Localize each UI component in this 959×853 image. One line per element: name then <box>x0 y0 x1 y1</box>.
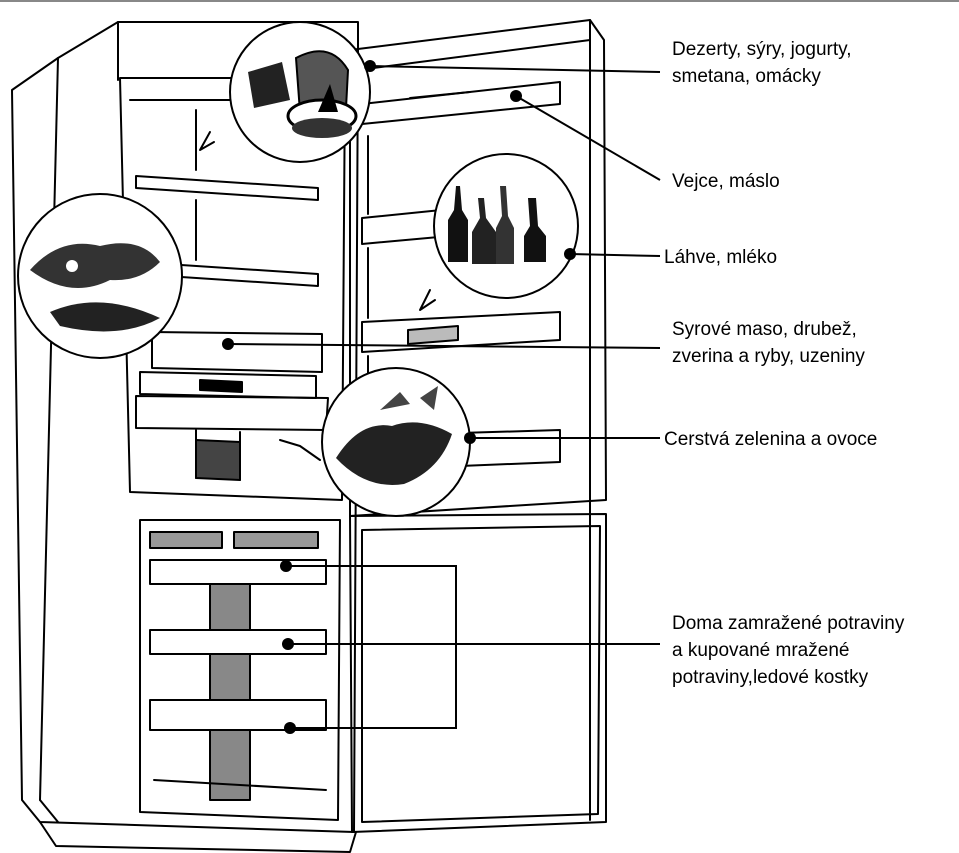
label-vegetables-line1: Cerstvá zelenina a ovoce <box>664 429 878 450</box>
label-meat-line2: zverina a ryby, uzeniny <box>672 346 865 367</box>
callout-dot-meat <box>222 338 234 350</box>
label-desserts-line2: smetana, omácky <box>672 66 821 87</box>
shelf-top <box>135 175 319 201</box>
label-frozen: Doma zamražené potraviny a kupované mraž… <box>672 610 904 691</box>
meat-fish-illustration <box>17 193 183 359</box>
cabinet-base <box>39 821 357 853</box>
label-vegetables: Cerstvá zelenina a ovoce <box>664 426 877 453</box>
label-frozen-line2: a kupované mražené <box>672 640 850 661</box>
freezer-drawer-3 <box>149 699 327 731</box>
label-frozen-line1: Doma zamražené potraviny <box>672 613 905 634</box>
top-border <box>0 0 959 2</box>
label-meat-line1: Syrové maso, drubež, <box>672 319 857 340</box>
label-meat: Syrové maso, drubež, zverina a ryby, uze… <box>672 316 865 370</box>
freezer-drawer-2 <box>149 629 327 655</box>
label-desserts: Dezerty, sýry, jogurty, smetana, omácky <box>672 36 851 90</box>
door-shelf-3 <box>361 311 561 353</box>
label-bottles: Láhve, mléko <box>664 244 777 271</box>
callout-dot-desserts <box>364 60 376 72</box>
label-desserts-line1: Dezerty, sýry, jogurty, <box>672 39 852 60</box>
freezer-door <box>349 513 607 833</box>
vegetables-illustration <box>321 367 471 517</box>
callout-line-meat <box>227 343 661 349</box>
cabinet-side <box>39 57 59 801</box>
callout-dot-bottles <box>564 248 576 260</box>
cheese-illustration <box>229 21 371 163</box>
callout-line-bottles <box>569 253 661 257</box>
door-shelf-1 <box>361 81 561 125</box>
callout-dot-frozen-3 <box>284 722 296 734</box>
freezer-compartment <box>139 519 341 821</box>
callout-dot-eggs <box>510 90 522 102</box>
callout-dot-frozen-2 <box>282 638 294 650</box>
meat-drawer <box>151 331 323 373</box>
callout-dot-vegetables <box>464 432 476 444</box>
label-frozen-line3: potraviny,ledové kostky <box>672 667 869 688</box>
label-eggs-line1: Vejce, máslo <box>672 171 780 192</box>
bottles-illustration <box>433 153 579 299</box>
callout-line-eggs <box>515 95 661 181</box>
callout-line-frozen <box>286 565 660 729</box>
freezer-drawer-1 <box>149 559 327 585</box>
callout-line-desserts <box>369 65 661 73</box>
label-eggs: Vejce, máslo <box>672 168 780 195</box>
crisper-drawer <box>135 395 329 431</box>
callout-dot-frozen-1 <box>280 560 292 572</box>
label-bottles-line1: Láhve, mléko <box>664 247 778 268</box>
